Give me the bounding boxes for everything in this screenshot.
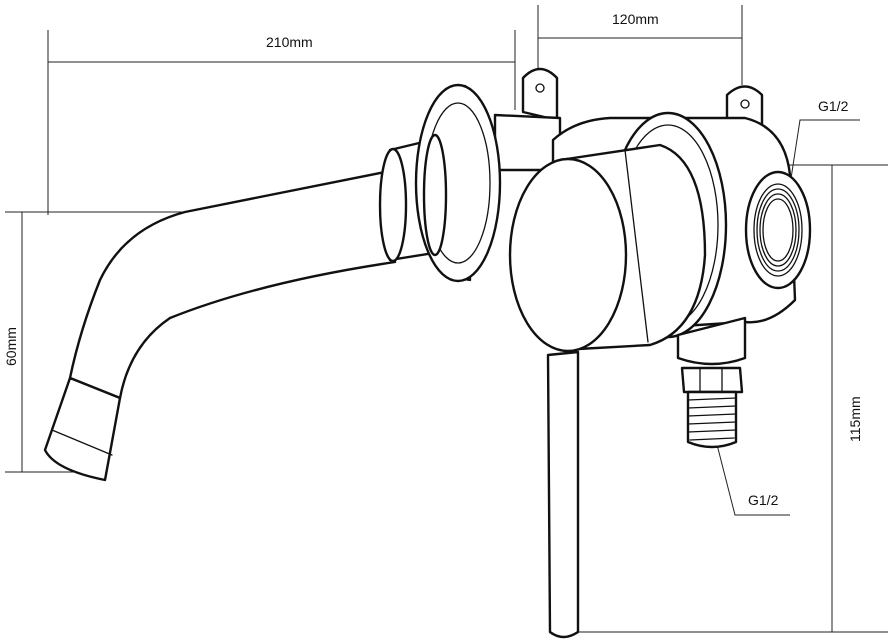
label-120mm: 120mm: [612, 11, 659, 27]
bottom-inlet-g12: [676, 316, 747, 449]
cartridge-cap: [508, 143, 707, 353]
side-inlet-g12: [744, 170, 812, 290]
label-60mm: 60mm: [3, 327, 19, 366]
dimension-labels: 210mm 120mm 60mm 115mm G1/2 G1/2: [3, 11, 863, 508]
label-115mm: 115mm: [847, 396, 863, 442]
dimension-lines: [5, 5, 888, 633]
label-210mm: 210mm: [266, 34, 313, 50]
spout: [43, 83, 502, 482]
label-top-g12: G1/2: [818, 98, 849, 114]
label-bottom-g12: G1/2: [748, 492, 779, 508]
lever-handle: [546, 350, 580, 639]
